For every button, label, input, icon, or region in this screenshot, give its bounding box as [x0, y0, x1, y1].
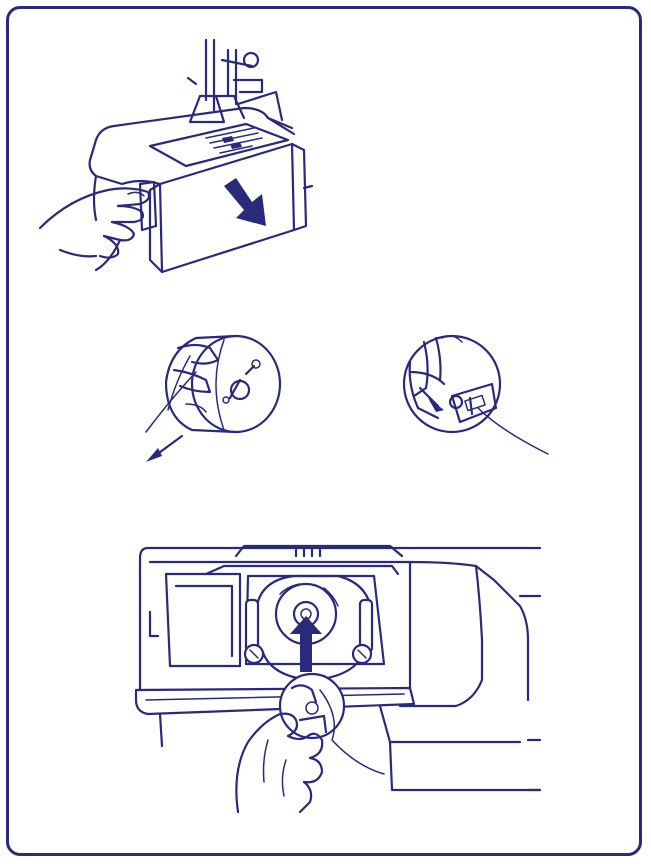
- bobbin-case-icon: [404, 336, 500, 432]
- insert-bobbin-case-illustration: [136, 546, 540, 812]
- bobbin-case-pull-thread-illustration: [146, 336, 280, 462]
- remove-bobbin-cover-illustration: [40, 40, 312, 272]
- thread-icon: [146, 356, 196, 432]
- down-arrow-icon: [224, 178, 266, 226]
- bobbin-case-thread-under-spring-illustration: [404, 336, 548, 454]
- thread-direction-arrow-icon: [146, 436, 182, 462]
- sewing-machine-head-icon: [90, 40, 312, 272]
- bobbin-case-icon: [166, 336, 280, 432]
- bobbin-compartment-icon: [136, 546, 540, 790]
